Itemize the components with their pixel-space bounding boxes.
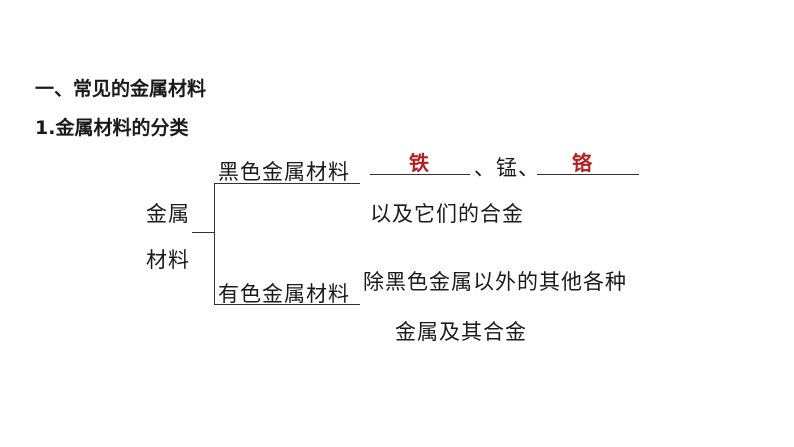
nonferrous-description-line1: 除黑色金属以外的其他各种 — [363, 270, 627, 294]
bracket-vertical-line — [214, 183, 215, 305]
tree-root-line2: 材料 — [146, 248, 190, 272]
blank-line-1 — [370, 174, 470, 175]
answer-chromium: 铬 — [572, 151, 592, 175]
nonferrous-description-line2: 金属及其合金 — [395, 320, 527, 344]
ferrous-description: 以及它们的合金 — [370, 202, 524, 226]
section-subheading: 1.金属材料的分类 — [35, 117, 189, 139]
section-heading: 一、常见的金属材料 — [35, 78, 207, 100]
branch-label-nonferrous: 有色金属材料 — [218, 282, 350, 306]
separator-manganese: 、锰、 — [474, 156, 540, 180]
root-connector-line — [192, 232, 214, 233]
branch-label-ferrous: 黑色金属材料 — [218, 160, 350, 184]
tree-root-line1: 金属 — [146, 202, 190, 226]
nonferrous-underline — [214, 304, 360, 305]
blank-line-2 — [537, 174, 639, 175]
ferrous-underline — [214, 183, 360, 184]
answer-iron: 铁 — [409, 151, 429, 175]
